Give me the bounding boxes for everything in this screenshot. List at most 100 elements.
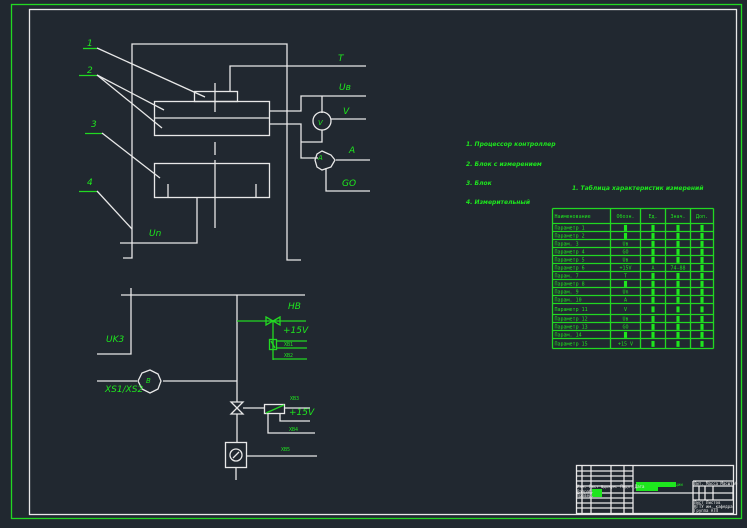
- table-cell: █: [650, 233, 655, 240]
- signal-XS: XS1/XS2: [104, 385, 144, 395]
- table-header-cell: Наименование: [555, 214, 591, 220]
- table-cell: +15V: [619, 266, 631, 272]
- title-block-sheet: Лист Листов: [694, 500, 721, 505]
- table-cell: 74-88: [670, 266, 685, 272]
- table-cell: █: [623, 225, 628, 232]
- pump-icon: [137, 369, 162, 394]
- leader-label-3: 3: [91, 120, 97, 130]
- signal-GO: GO: [342, 179, 356, 189]
- table-cell: █: [675, 324, 680, 331]
- signal-T: T: [338, 54, 345, 64]
- pump-label: B: [146, 377, 151, 385]
- table-title: 1. Таблица характеристик измерений: [572, 185, 704, 192]
- table-cell: █: [675, 225, 680, 232]
- signal-plus15-top: +15V: [283, 326, 309, 336]
- table-cell: Uв: [622, 317, 628, 323]
- table-cell: █: [675, 257, 680, 264]
- table-cell: █: [650, 289, 655, 296]
- lower-schematic: [97, 288, 317, 480]
- table-cell: █: [699, 257, 704, 264]
- actuator-box: [263, 403, 286, 415]
- table-header-cell: Доп.: [696, 214, 708, 220]
- signal-UK3: UK3: [106, 335, 124, 345]
- table-cell: █: [650, 249, 655, 256]
- tag-5: ХВ5: [281, 447, 290, 453]
- outer-frame: [10, 3, 743, 520]
- solenoid-valve-icon: [265, 315, 275, 327]
- table-cell: Uв: [622, 258, 628, 264]
- table-cell: █: [675, 241, 680, 248]
- title-block-org: КГТУ им. кафедра: [694, 504, 733, 509]
- table-cell: █: [699, 289, 704, 296]
- table-cell: █: [675, 249, 680, 256]
- table-cell: █: [623, 233, 628, 240]
- table-cell: T: [624, 274, 627, 280]
- table-cell: █: [699, 281, 704, 288]
- title-block-lit: Лит. Масса Масштаб: [694, 481, 738, 486]
- upper-schematic: [79, 43, 370, 261]
- table-cell: Параметр 15: [555, 342, 588, 348]
- note-2: 2. Блок с измерением: [466, 161, 542, 168]
- table-cell: Параметр 5: [555, 258, 585, 264]
- tag-1: ХВ1: [284, 342, 293, 348]
- tag-3: ХВ3: [290, 396, 299, 402]
- table-cell: Парам. 3: [555, 242, 579, 248]
- table-cell: Un: [622, 290, 628, 296]
- table-cell: █: [623, 332, 628, 339]
- table-cell: █: [675, 332, 680, 339]
- table-cell: █: [650, 281, 655, 288]
- table-cell: Параметр 4: [555, 250, 585, 256]
- table-cell: █: [699, 265, 704, 272]
- table-cell: █: [650, 241, 655, 248]
- table-cell: █: [650, 273, 655, 280]
- table-cell: █: [699, 249, 704, 256]
- table-cell: Параметр 13: [555, 325, 588, 331]
- table-cell: █: [675, 297, 680, 304]
- table-cell: █: [699, 241, 704, 248]
- table-cell: GO: [622, 325, 628, 331]
- gauge-icon: [229, 448, 243, 462]
- note-3: 3. Блок: [466, 180, 493, 187]
- table-cell: █: [699, 332, 704, 339]
- title-block-header: Изм. Лист №докум. Подп. Дата: [577, 484, 645, 489]
- table-cell: █: [675, 341, 680, 348]
- table-cell: █: [675, 306, 680, 313]
- meter-V-label: V: [318, 119, 324, 127]
- table-cell: █: [699, 273, 704, 280]
- table-cell: A: [624, 298, 627, 304]
- signal-V: V: [343, 107, 350, 117]
- leader-label-1: 1: [87, 39, 93, 49]
- title-block-group: Группа АТП: [694, 508, 719, 513]
- table-cell: █: [699, 233, 704, 240]
- signal-A: A: [348, 146, 355, 156]
- table-cell: Параметр 11: [555, 307, 588, 313]
- table-cell: A: [651, 266, 654, 272]
- table-cell: Параметр 2: [555, 234, 585, 240]
- inner-frame: [28, 8, 738, 516]
- table-cell: Парам. 14: [555, 333, 582, 339]
- leader-label-4: 4: [87, 178, 93, 188]
- drawing-name: Схема автоматизации: [637, 482, 683, 487]
- meter-A-label: A: [317, 154, 323, 162]
- tag-2: ХВ2: [284, 353, 293, 359]
- table-cell: █: [675, 273, 680, 280]
- signal-plus15-bottom: +15V: [289, 408, 315, 418]
- table-cell: █: [650, 225, 655, 232]
- ammeter-icon: [314, 150, 336, 171]
- table-cell: █: [650, 324, 655, 331]
- table-cell: Параметр 12: [555, 317, 588, 323]
- table-cell: █: [650, 341, 655, 348]
- table-header-cell: Знач.: [670, 214, 685, 220]
- table-cell: Uв: [622, 242, 628, 248]
- table-cell: █: [699, 225, 704, 232]
- table-header-cell: Обозн.: [616, 213, 634, 220]
- table-cell: V: [624, 307, 627, 313]
- table-cell: █: [650, 332, 655, 339]
- table-cell: █: [650, 306, 655, 313]
- table-cell: Парам. 7: [555, 274, 579, 280]
- table-cell: Параметр 8: [555, 282, 585, 288]
- title-block: [575, 464, 735, 515]
- title-block-checker: Провер.: [577, 493, 594, 498]
